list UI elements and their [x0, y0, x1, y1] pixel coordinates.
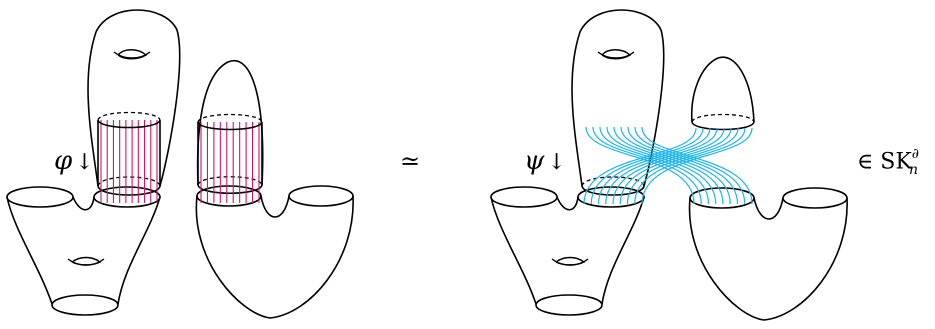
boundary-superscript: ∂ [912, 146, 919, 162]
skein-membership-label: ∈ SK∂n [857, 148, 928, 178]
psi-symbol: ψ [524, 146, 544, 176]
left-lower-genus-pants [7, 187, 160, 315]
right-map-label: ψ↓ [524, 146, 566, 176]
down-arrow-icon: ↓ [547, 150, 565, 175]
cylinder-edge [98, 113, 160, 121]
right-lower-pants [690, 188, 848, 320]
right-upper-cap [692, 57, 754, 122]
cylinder-edge [198, 115, 262, 123]
left-gluing-lines [98, 113, 262, 204]
right-upper-genus-surface [572, 10, 664, 195]
right-upper-cap-group [692, 57, 754, 129]
equivalence-symbol: ≃ [400, 147, 420, 175]
left-upper-genus-surface [88, 10, 180, 195]
phi-symbol: φ [54, 146, 72, 176]
right-configuration [491, 10, 664, 315]
left-map-label: φ↓ [54, 146, 94, 176]
index-subscript: n [909, 162, 918, 178]
right-lower-genus-pants [491, 187, 644, 315]
left-lower-pants [196, 186, 353, 318]
braid-strands [584, 127, 752, 204]
membership-text: ∈ SK [857, 149, 912, 174]
down-arrow-icon: ↓ [75, 150, 93, 175]
